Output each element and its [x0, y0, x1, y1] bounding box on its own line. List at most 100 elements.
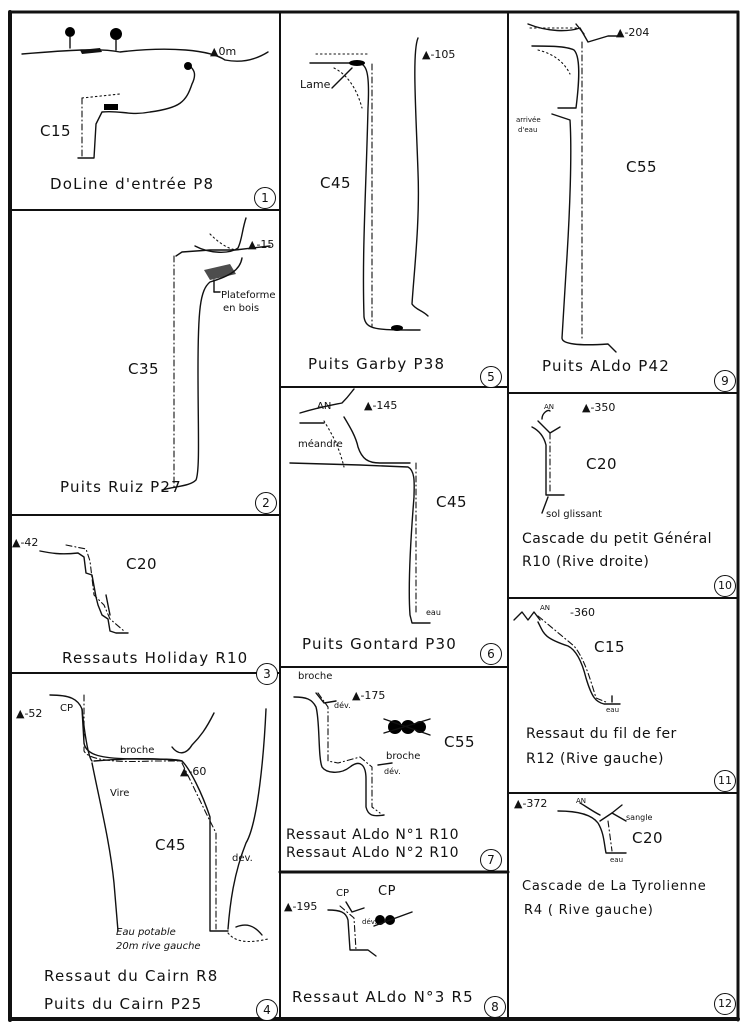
rope-length: C45 [155, 836, 187, 854]
altitude-marker: ▲-105 [422, 48, 456, 61]
panel-6-sketch [289, 388, 431, 624]
note-broche: broche [120, 745, 155, 756]
rope-cp-label: CP [378, 884, 396, 899]
panel-subtitle: R4 ( Rive gauche) [524, 903, 654, 918]
panel-7-ressaut-aldo-1-2: broche ▲-175 dév. C55 broche dév. Ressau… [280, 667, 508, 872]
panel-12-cascade-tyrolienne: ▲-372 AN sangle C20 eau Cascade de La Ty… [508, 793, 738, 1019]
panel-title: Ressaut ALdo N°1 R10 [286, 827, 460, 843]
altitude-marker: ▲-175 [352, 689, 386, 702]
panel-subtitle: R10 (Rive droite) [522, 554, 650, 570]
rope-length: C45 [320, 174, 352, 192]
note-deviation: dév. [362, 918, 377, 926]
panel-title: Puits Garby P38 [308, 355, 446, 373]
altitude-marker: ▲-52 [16, 707, 43, 720]
altitude-marker-2: ▲-60 [180, 765, 207, 778]
panel-title: Cascade du petit Général [522, 531, 713, 547]
panel-8-ressaut-aldo-3: ▲-195 CP CP dév. Ressaut ALdo N°3 R5 8 [280, 872, 508, 1019]
panel-1-sketch [21, 27, 269, 159]
note-an: AN [317, 401, 332, 412]
panel-2-puits-ruiz: ▲-15 Plateforme en bois C35 Puits Ruiz P… [10, 210, 280, 515]
panel-number: 7 [480, 849, 502, 871]
altitude-marker: ▲-372 [514, 797, 548, 810]
panel-9-puits-aldo: ▲-204 arrivée d'eau C55 Puits ALdo P42 9 [508, 12, 738, 393]
panel-5-sketch [309, 37, 429, 331]
panel-number: 12 [714, 993, 736, 1015]
note-meandre: méandre [298, 439, 343, 450]
panel-3-sketch [39, 544, 129, 634]
rope-length: C15 [594, 638, 626, 656]
panel-subtitle: R12 (Rive gauche) [526, 751, 664, 767]
rope-length: C55 [626, 158, 658, 176]
rope-length: C45 [436, 493, 468, 511]
panel-8-sketch [327, 901, 413, 957]
altitude-marker: ▲-145 [364, 399, 398, 412]
panel-title: Ressaut ALdo N°3 R5 [292, 988, 474, 1006]
panel-subtitle: Ressaut ALdo N°2 R10 [286, 845, 460, 861]
note-deviation-2: dév. [384, 767, 401, 776]
rope-length: C20 [586, 455, 618, 473]
panel-number: 11 [714, 770, 736, 792]
panel-title: Puits Ruiz P27 [60, 478, 182, 496]
panel-12-sketch [557, 802, 627, 854]
altitude-marker: ▲0m [210, 45, 237, 58]
note-eau: eau [426, 608, 441, 617]
panel-4-ressaut-puits-du-cairn: ▲-52 CP broche ▲-60 Vire C45 dév. Eau po… [10, 673, 280, 1021]
note-eau: eau [610, 856, 624, 864]
note-an: AN [576, 797, 587, 805]
altitude-marker: ▲-350 [582, 401, 616, 414]
panel-number: 10 [714, 575, 736, 597]
panel-7-sketch [293, 692, 431, 817]
panel-11-ressaut-fil-de-fer: AN -360 C15 eau Ressaut du fil de fer R1… [508, 598, 738, 793]
note-lame: Lame [300, 78, 331, 91]
panel-title: Ressauts Holiday R10 [62, 649, 249, 667]
panel-number: 2 [255, 492, 277, 514]
panel-title: DoLine d'entrée P8 [50, 175, 215, 193]
note-eau: eau [606, 706, 620, 714]
panel-number: 9 [714, 370, 736, 392]
panel-9-sketch [527, 23, 619, 353]
panel-10-cascade-petit-general: AN ▲-350 C20 sol glissant Cascade du pet… [508, 393, 738, 598]
note-broche: broche [298, 671, 333, 682]
panel-number: 1 [254, 187, 276, 209]
note-sol-glissant: sol glissant [546, 509, 602, 520]
panel-number: 6 [480, 643, 502, 665]
panel-1-doline-entree: ▲0m C15 DoLine d'entrée P8 1 [10, 12, 280, 210]
rope-length: C15 [40, 122, 72, 140]
note-cp: CP [60, 703, 74, 714]
note-an: AN [540, 604, 551, 612]
panel-10-sketch [531, 409, 565, 514]
platform-note-2: en bois [223, 303, 260, 314]
note-an: AN [544, 403, 555, 411]
note-rive-gauche: 20m rive gauche [116, 941, 201, 952]
rope-length: C35 [128, 360, 160, 378]
note-deviation: dév. [334, 701, 351, 710]
panel-title: Ressaut du Cairn R8 [44, 967, 219, 985]
panel-3-ressauts-holiday: ▲-42 C20 Ressauts Holiday R10 3 [10, 515, 280, 685]
note-eau-potable: Eau potable [116, 927, 176, 938]
rope-length: C55 [444, 733, 476, 751]
panel-title: Puits ALdo P42 [542, 357, 670, 375]
altitude-marker: ▲-204 [616, 26, 650, 39]
altitude-marker: -360 [570, 606, 595, 619]
platform-note: Plateforme [221, 290, 276, 301]
rope-length: C20 [632, 829, 664, 847]
note-arrivee: arrivée [516, 116, 541, 124]
panel-2-sketch [161, 217, 271, 491]
altitude-marker: ▲-42 [12, 536, 39, 549]
note-sangle: sangle [626, 813, 653, 822]
panel-number: 3 [256, 663, 278, 685]
panel-subtitle: Puits du Cairn P25 [44, 995, 203, 1013]
panel-title: Ressaut du fil de fer [526, 726, 677, 742]
altitude-marker: ▲-15 [248, 238, 275, 251]
panel-11-sketch [513, 611, 621, 705]
panel-6-puits-gontard: AN ▲-145 méandre C45 eau Puits Gontard P… [280, 387, 508, 667]
note-broche-2: broche [386, 751, 421, 762]
panel-number: 4 [256, 999, 278, 1021]
panel-number: 8 [484, 996, 506, 1018]
panel-number: 5 [480, 366, 502, 388]
panel-title: Cascade de La Tyrolienne [522, 879, 707, 894]
panel-5-puits-garby: ▲-105 Lame C45 Puits Garby P38 5 [280, 12, 508, 388]
rope-length: C20 [126, 555, 158, 573]
